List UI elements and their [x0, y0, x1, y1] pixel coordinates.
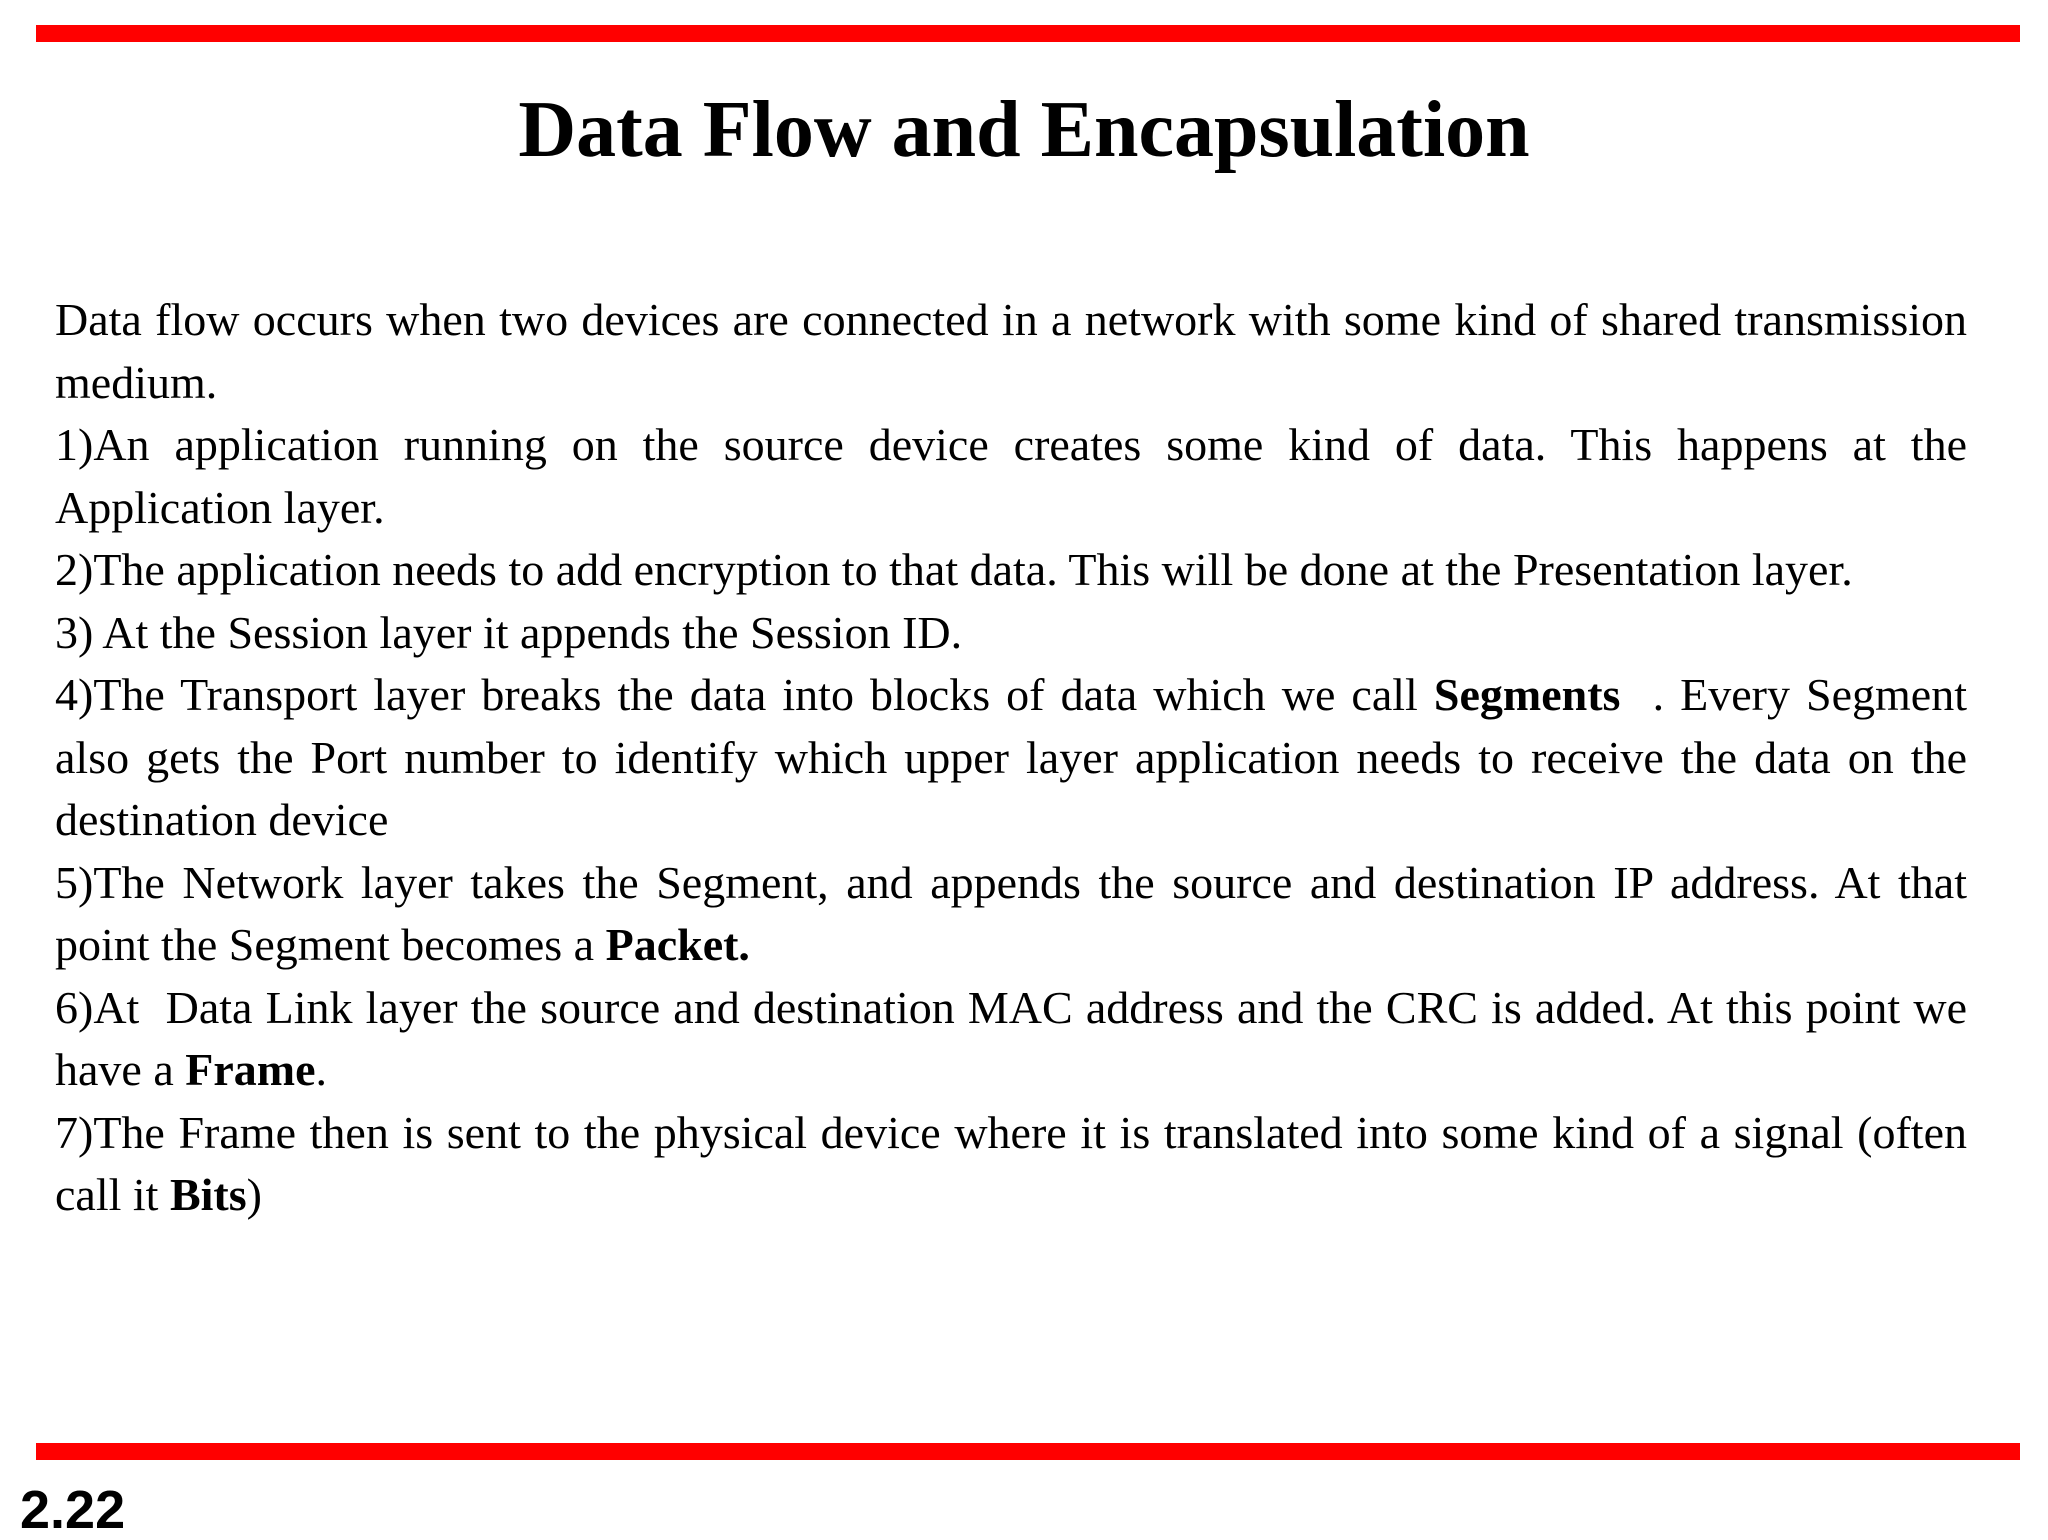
slide-body: Data flow occurs when two devices are co… [55, 289, 1967, 1227]
term-segments: Segments [1433, 669, 1621, 720]
top-red-rule [36, 25, 2020, 42]
step-7-text-end: ) [246, 1169, 262, 1220]
term-frame: Frame [185, 1044, 316, 1095]
step-4-text: 4)The Transport layer breaks the data in… [55, 669, 1434, 720]
step-6: 6)At Data Link layer the source and dest… [55, 977, 1967, 1102]
step-7-text: 7)The Frame then is sent to the physical… [55, 1106, 1967, 1221]
step-4: 4)The Transport layer breaks the data in… [55, 664, 1967, 852]
intro-paragraph: Data flow occurs when two devices are co… [55, 294, 1967, 408]
step-7: 7)The Frame then is sent to the physical… [55, 1102, 1967, 1227]
slide-number: 2.22 [20, 1480, 126, 1540]
step-5: 5)The Network layer takes the Segment, a… [55, 852, 1967, 977]
term-bits: Bits [169, 1169, 247, 1220]
term-packet: Packet. [605, 919, 750, 970]
step-6-text: 6)At Data Link layer the source and dest… [55, 981, 1979, 1096]
slide-title: Data Flow and Encapsulation [518, 86, 1530, 174]
step-4-text-cont: . Every Segment also gets the Port numbe… [55, 669, 1979, 845]
bottom-red-rule [36, 1443, 2020, 1460]
step-2: 2)The application needs to add encryptio… [55, 544, 1853, 595]
step-3: 3) At the Session layer it appends the S… [55, 606, 963, 658]
step-5-text: 5)The Network layer takes the Segment, a… [55, 856, 1967, 971]
step-1: 1)An application running on the source d… [55, 419, 1967, 533]
step-6-text-end: . [315, 1044, 328, 1095]
